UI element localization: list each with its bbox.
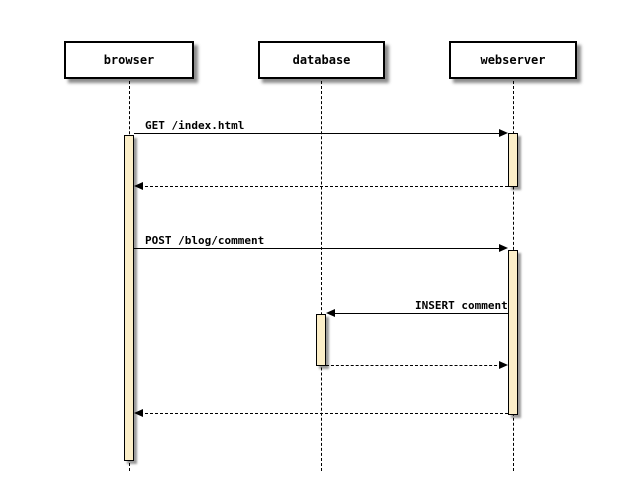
arrowhead-right-icon bbox=[499, 361, 508, 369]
arrowhead-left-icon bbox=[134, 182, 143, 190]
message-line-return-3 bbox=[140, 413, 508, 414]
participant-label-webserver: webserver bbox=[480, 53, 546, 67]
message-label-post-comment: POST /blog/comment bbox=[145, 234, 265, 247]
participant-box-database: database bbox=[258, 41, 385, 79]
lifeline-database bbox=[321, 81, 322, 471]
message-line-return-1 bbox=[140, 186, 508, 187]
message-line-insert-comment bbox=[332, 313, 508, 314]
message-label-get-index: GET /index.html bbox=[145, 119, 245, 132]
message-line-return-2 bbox=[326, 365, 502, 366]
message-line-post-comment bbox=[134, 248, 502, 249]
activation-bar-webserver-1 bbox=[508, 133, 518, 187]
arrowhead-left-icon bbox=[326, 309, 335, 317]
arrowhead-left-icon bbox=[134, 409, 143, 417]
participant-label-browser: browser bbox=[103, 53, 155, 67]
participant-box-webserver: webserver bbox=[449, 41, 577, 79]
activation-bar-webserver-2 bbox=[508, 250, 518, 415]
participant-box-browser: browser bbox=[64, 41, 194, 79]
participant-label-database: database bbox=[292, 53, 351, 67]
message-line-get-index bbox=[134, 133, 502, 134]
activation-bar-browser bbox=[124, 135, 134, 461]
arrowhead-right-icon bbox=[499, 244, 508, 252]
message-label-insert-comment: INSERT comment bbox=[415, 299, 508, 312]
activation-bar-database bbox=[316, 314, 326, 366]
arrowhead-right-icon bbox=[499, 129, 508, 137]
